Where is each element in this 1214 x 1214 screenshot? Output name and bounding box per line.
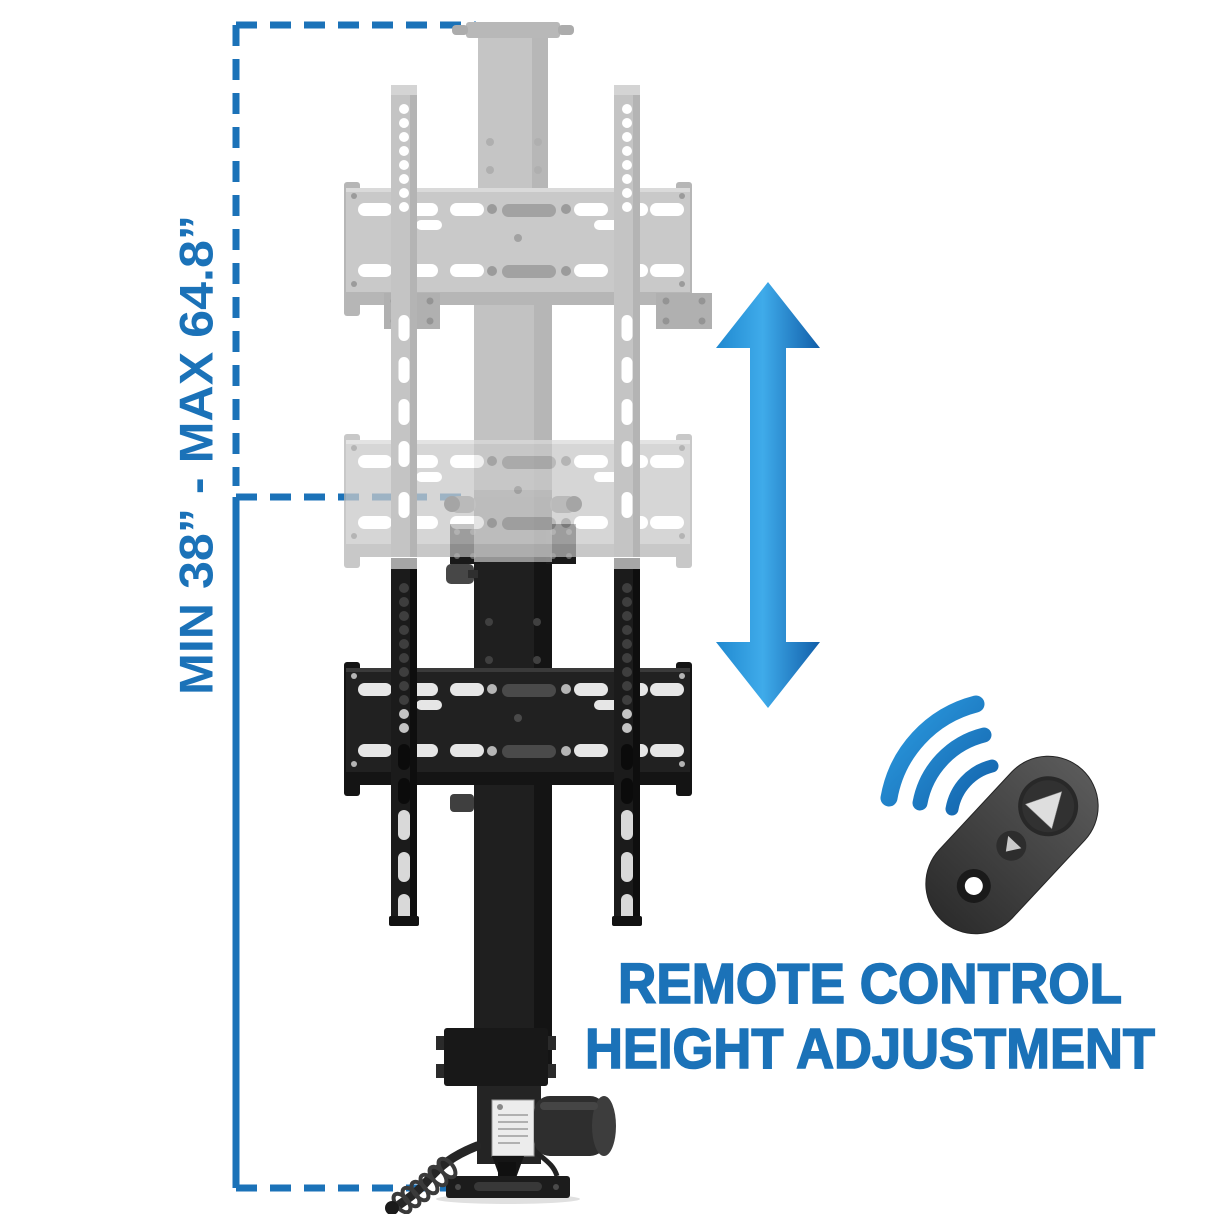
caption-line2: HEIGHT ADJUSTMENT: [585, 1017, 1155, 1081]
caption: REMOTE CONTROL HEIGHT ADJUSTMENT: [584, 951, 1156, 1082]
height-range-label: MIN 38” - MAX 64.8”: [169, 215, 222, 695]
ghost-vesa-rail-left: [391, 85, 417, 557]
base-plate: [436, 1176, 580, 1204]
remote-control: [925, 755, 1099, 935]
caption-line1: REMOTE CONTROL: [618, 952, 1122, 1016]
motor-unit: [436, 1028, 616, 1178]
motor-cylinder: [534, 1096, 606, 1156]
vesa-rail-left: [389, 558, 419, 926]
coiled-power-cable: [385, 1141, 560, 1214]
remote-down-button: [1005, 835, 1022, 852]
wireless-signal-icon: [880, 695, 999, 816]
ghost-vesa-rail-right: [614, 85, 640, 557]
vesa-rail-right: [612, 558, 642, 926]
remote-up-button: [1024, 791, 1063, 830]
up-down-arrow-icon: [716, 282, 820, 708]
